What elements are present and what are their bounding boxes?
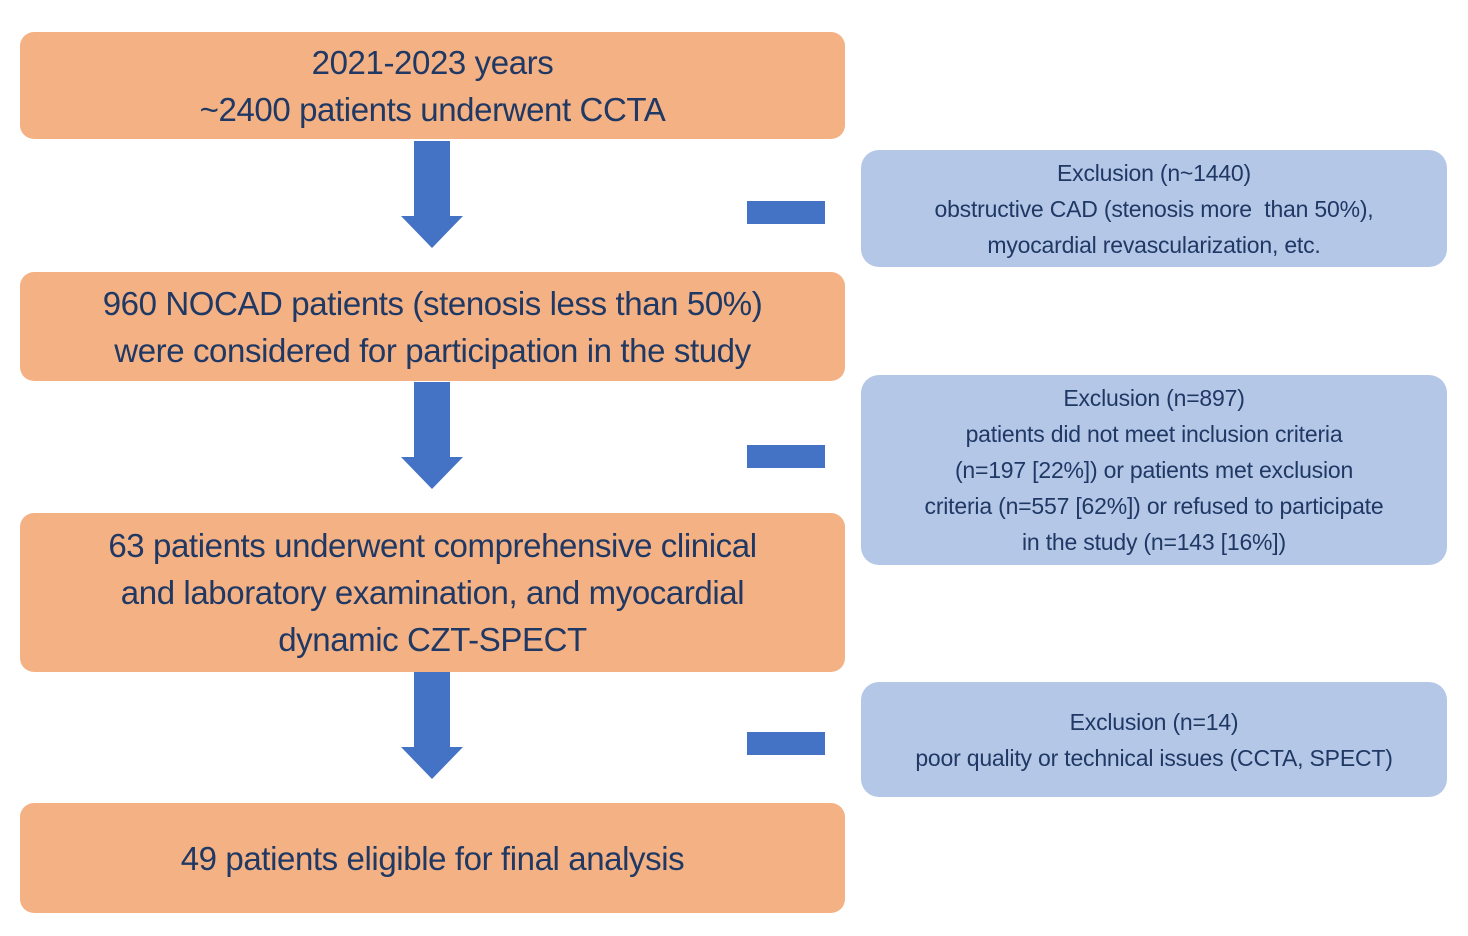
text-line: Exclusion (n=14) — [1069, 708, 1239, 735]
exclusion-box-quality-issues: Exclusion (n=14) poor quality or technic… — [861, 682, 1447, 797]
exclusion-connector-bar — [747, 201, 825, 224]
down-arrow-icon — [401, 672, 463, 779]
text-line: patients did not meet inclusion criteria — [965, 421, 1343, 447]
text-line: 63 patients underwent comprehensive clin… — [108, 527, 757, 564]
text-line: ~2400 patients underwent CCTA — [199, 90, 666, 128]
text-line: and laboratory examination, and myocardi… — [120, 574, 745, 611]
exclusion-connector-bar — [747, 732, 825, 755]
text-line: 2021-2023 years — [311, 43, 554, 81]
down-arrow-icon — [401, 382, 463, 489]
flow-box-initial-cohort: 2021-2023 years ~2400 patients underwent… — [20, 32, 845, 139]
flow-box-nocad-patients: 960 NOCAD patients (stenosis less than 5… — [20, 272, 845, 381]
text-line: in the study (n=143 [16%]) — [1022, 529, 1286, 555]
text-line: 960 NOCAD patients (stenosis less than 5… — [102, 284, 763, 322]
exclusion-box-obstructive-cad: Exclusion (n~1440) obstructive CAD (sten… — [861, 150, 1447, 267]
text-line: Exclusion (n~1440) — [1057, 159, 1251, 186]
text-line: criteria (n=557 [62%]) or refused to par… — [924, 493, 1384, 519]
text-line: poor quality or technical issues (CCTA, … — [915, 744, 1393, 771]
text-line: dynamic CZT-SPECT — [278, 621, 587, 658]
flow-box-final-analysis: 49 patients eligible for final analysis — [20, 803, 845, 913]
down-arrow-icon — [401, 141, 463, 248]
text-line: (n=197 [22%]) or patients met exclusion — [954, 457, 1354, 483]
text-line: 49 patients eligible for final analysis — [180, 839, 685, 877]
text-line: myocardial revascularization, etc. — [987, 231, 1321, 258]
text-line: obstructive CAD (stenosis more than 50%)… — [934, 195, 1374, 222]
text-line: Exclusion (n=897) — [1063, 385, 1245, 411]
flow-box-examined-patients: 63 patients underwent comprehensive clin… — [20, 513, 845, 672]
exclusion-connector-bar — [747, 445, 825, 468]
exclusion-box-criteria: Exclusion (n=897) patients did not meet … — [861, 375, 1447, 565]
text-line: were considered for participation in the… — [114, 331, 751, 369]
